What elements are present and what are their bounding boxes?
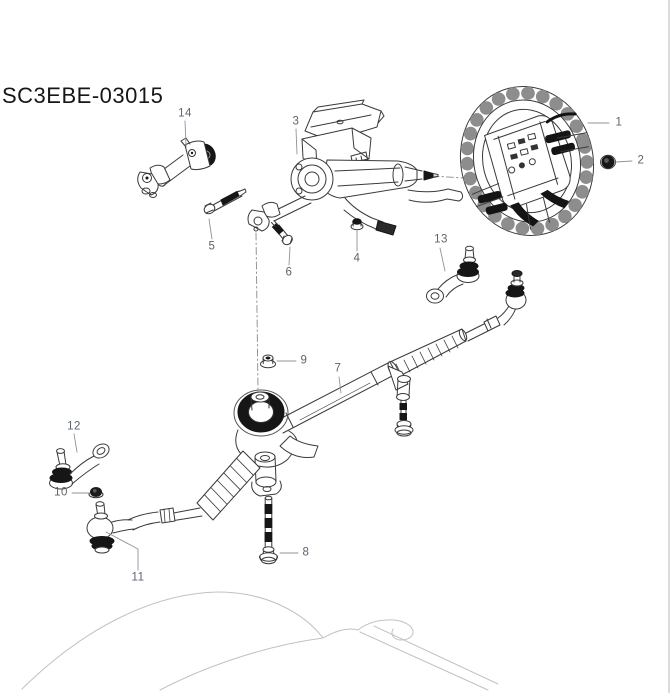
nut-4-drawing xyxy=(350,218,364,231)
leader-line-13 xyxy=(439,247,446,272)
callout-11-tie-rod-end[interactable]: 11 xyxy=(131,571,145,584)
bolt-8-drawing xyxy=(259,495,278,565)
callout-12-tie-rod-end[interactable]: 12 xyxy=(67,420,81,433)
diagram-code: SC3EBE-03015 xyxy=(2,83,164,108)
callout-2-steering-wheel-nut[interactable]: 2 xyxy=(637,154,645,167)
leader-line-5 xyxy=(208,218,213,240)
leader-line-12 xyxy=(73,433,78,453)
callout-14-intermediate-shaft[interactable]: 14 xyxy=(178,107,192,120)
callout-13-tie-rod-end[interactable]: 13 xyxy=(434,233,448,246)
leader-lines xyxy=(71,120,633,571)
tie-rod-end-11-drawing xyxy=(86,501,135,554)
vehicle-body-outline xyxy=(21,591,499,691)
callout-7-steering-gear[interactable]: 7 xyxy=(334,362,342,375)
callout-6-bolt[interactable]: 6 xyxy=(285,266,293,279)
nut-9-drawing xyxy=(260,354,276,369)
nut-2-drawing xyxy=(600,154,616,170)
leader-line-11 xyxy=(105,531,139,571)
page-edge-line xyxy=(668,0,670,693)
callout-1-steering-wheel[interactable]: 1 xyxy=(615,116,623,129)
leader-line-14 xyxy=(184,120,187,147)
callout-5-bolt[interactable]: 5 xyxy=(208,240,216,253)
callout-3-steering-column[interactable]: 3 xyxy=(292,115,300,128)
nut-10-drawing xyxy=(88,487,104,499)
callout-9-nut[interactable]: 9 xyxy=(300,354,308,367)
tie-rod-end-13-drawing xyxy=(426,245,480,304)
bolt-6-drawing xyxy=(271,220,293,246)
leader-line-6 xyxy=(288,246,291,266)
bolt-5-drawing xyxy=(203,188,247,215)
leader-line-3 xyxy=(295,128,298,155)
steering-column-drawing xyxy=(247,99,464,236)
callout-8-bolt[interactable]: 8 xyxy=(302,546,310,559)
leader-line-2 xyxy=(615,160,633,163)
steering-wheel-drawing xyxy=(459,85,595,237)
intermediate-shaft-drawing xyxy=(137,137,216,198)
callout-10-nut[interactable]: 10 xyxy=(54,486,68,499)
tie-rod-end-12-drawing xyxy=(49,443,110,490)
leader-line-7 xyxy=(338,376,342,394)
callout-4-nut[interactable]: 4 xyxy=(353,252,361,265)
steering-gear-drawing xyxy=(127,270,527,531)
